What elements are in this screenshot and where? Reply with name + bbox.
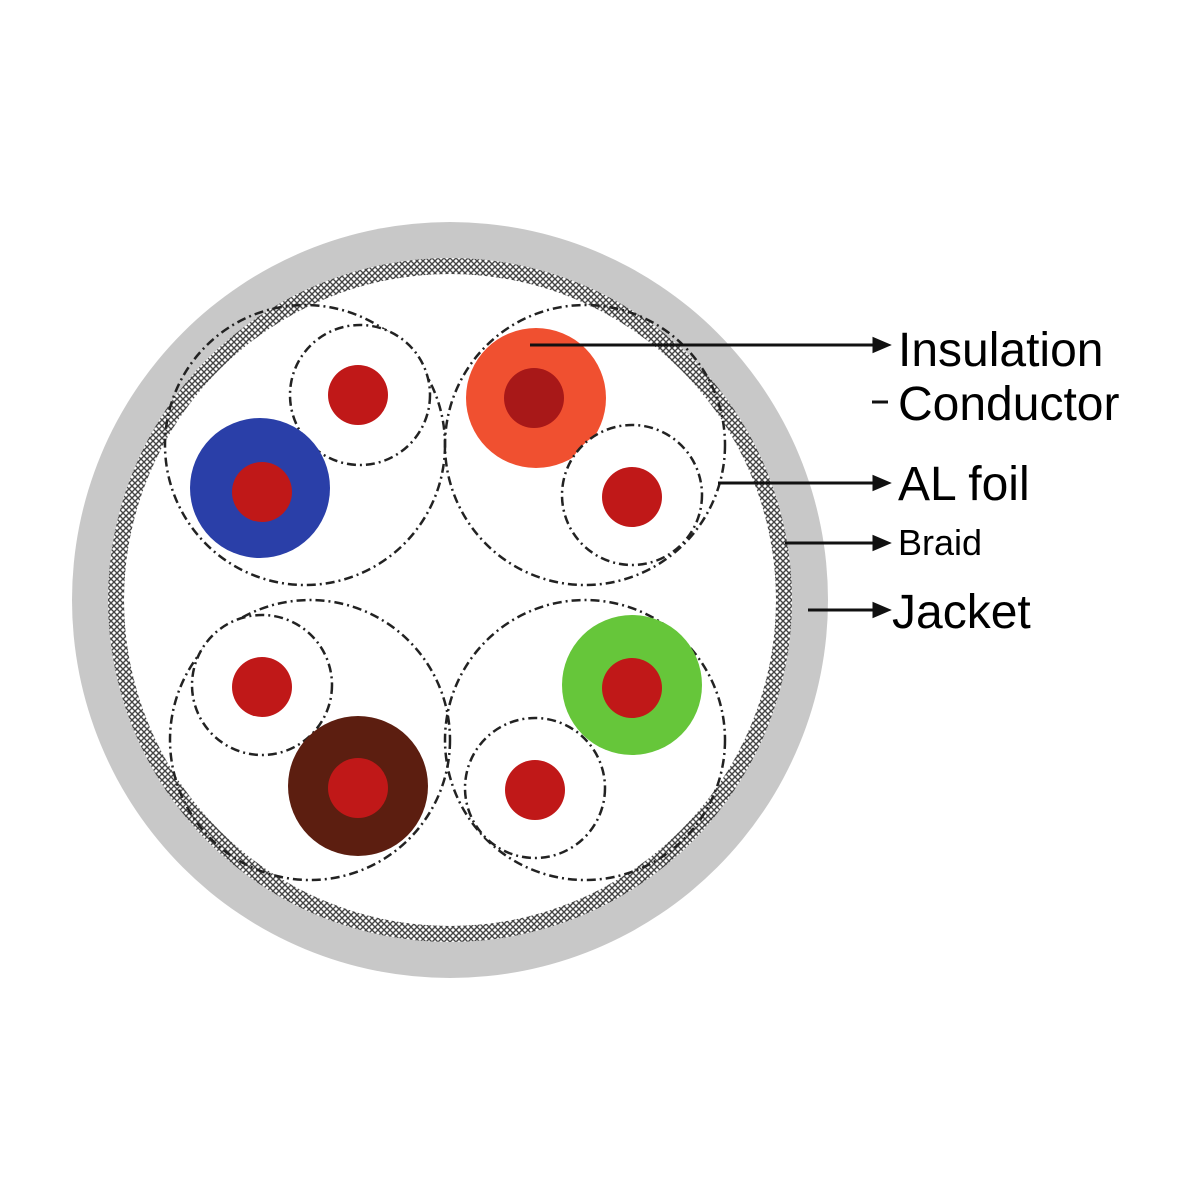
foil-pair-bottom-left	[168, 598, 452, 882]
label-insulation: Insulation	[898, 324, 1103, 377]
arrowhead-jacket	[872, 601, 892, 619]
conductor-bottom-left-white	[232, 657, 292, 717]
foil-pair-bottom-right	[443, 598, 727, 882]
cable-core	[124, 274, 776, 926]
label-conductor: Conductor	[898, 378, 1119, 431]
arrowhead-insulation	[872, 336, 892, 354]
conductor-green	[602, 658, 662, 718]
arrowhead-braid	[872, 534, 892, 552]
label-braid: Braid	[898, 522, 982, 563]
conductor-top-left-white	[328, 365, 388, 425]
arrowhead-foil	[872, 474, 892, 492]
label-al-foil: AL foil	[898, 458, 1030, 511]
conductor-brown	[328, 758, 388, 818]
foil-pair-top-right	[443, 303, 727, 587]
conductor-bottom-right-white	[505, 760, 565, 820]
label-jacket: Jacket	[892, 586, 1031, 639]
al-foil-pair-shields	[163, 303, 727, 882]
conductor-blue	[232, 462, 292, 522]
conductor-top-right-white	[602, 467, 662, 527]
conductor-orange	[504, 368, 564, 428]
